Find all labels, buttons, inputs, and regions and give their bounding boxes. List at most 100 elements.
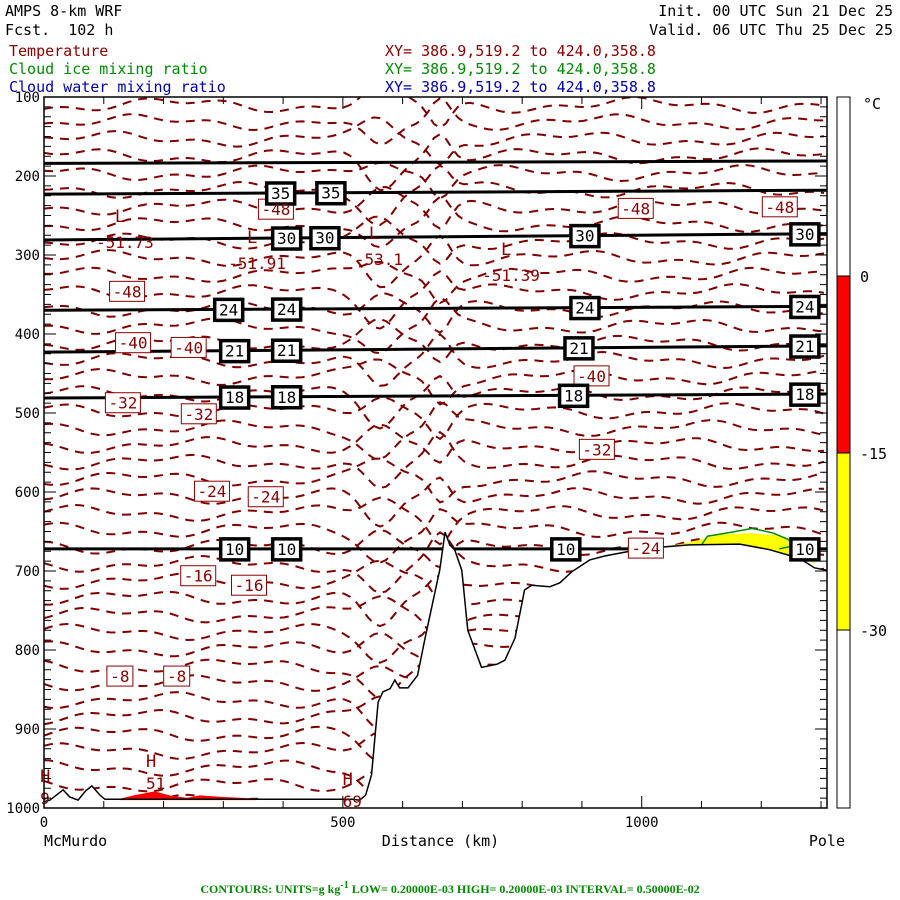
contour-label: 35 bbox=[271, 184, 290, 203]
contour-label: 30 bbox=[315, 229, 334, 248]
contour-label-box bbox=[569, 295, 601, 321]
contour-range: LOW= 0.20000E-03 HIGH= 0.20000E-03 INTER… bbox=[348, 882, 700, 896]
temperature-label: -24 bbox=[251, 488, 280, 507]
contour-label: 10 bbox=[556, 540, 575, 559]
temperature-contour bbox=[44, 116, 825, 166]
extremum-value: -51.39 bbox=[482, 266, 540, 285]
solid-contour-24 bbox=[44, 304, 827, 312]
contour-label-box bbox=[789, 382, 821, 407]
temperature-label-box bbox=[104, 392, 141, 414]
x-tick-label: 1000 bbox=[625, 815, 659, 831]
solid-contour-30 bbox=[44, 232, 827, 242]
contour-label-box bbox=[789, 334, 821, 359]
solid-contour-18 bbox=[44, 392, 827, 400]
extremum-L: L bbox=[369, 224, 379, 244]
contour-label: 30 bbox=[795, 225, 814, 244]
extremum-H: H bbox=[343, 770, 353, 790]
temperature-label-box bbox=[180, 565, 217, 587]
extremum-value: 69 bbox=[343, 792, 362, 811]
contour-label: 21 bbox=[569, 339, 588, 358]
temperature-label: -48 bbox=[261, 200, 290, 219]
colorbar-label: 0 bbox=[860, 268, 869, 286]
colorbar-band bbox=[836, 275, 851, 454]
temperature-contour bbox=[44, 423, 825, 464]
temperature-label-box bbox=[573, 365, 610, 387]
contour-label: 18 bbox=[277, 388, 296, 407]
extremum-L: L bbox=[501, 240, 511, 260]
contour-label-box bbox=[270, 226, 303, 251]
temperature-contour bbox=[44, 741, 825, 802]
temperature-label: -16 bbox=[235, 576, 264, 595]
temperature-contour bbox=[44, 430, 825, 490]
temperature-contour bbox=[44, 292, 825, 334]
y-tick-label: 500 bbox=[15, 406, 40, 422]
extremum-value: -51.73 bbox=[96, 233, 154, 252]
contour-label: 10 bbox=[225, 540, 244, 559]
valid-time: Valid. 06 UTC Thu 25 Dec 25 bbox=[649, 21, 893, 39]
temperature-label: -32 bbox=[108, 394, 137, 413]
contour-info: CONTOURS: UNITS=g kg-1 LOW= 0.20000E-03 … bbox=[0, 880, 900, 897]
contour-label: 30 bbox=[277, 229, 296, 248]
temperature-label: -24 bbox=[198, 482, 227, 501]
y-tick-label: 100 bbox=[15, 90, 40, 106]
temperature-label: -48 bbox=[113, 282, 142, 301]
contour-label: 18 bbox=[564, 386, 583, 405]
contour-label-box bbox=[270, 338, 303, 363]
contour-label-box bbox=[264, 181, 297, 206]
units-exponent: -1 bbox=[340, 880, 349, 891]
contour-label-box bbox=[789, 222, 821, 247]
solid-contour-top bbox=[44, 159, 827, 165]
contour-label: 21 bbox=[225, 342, 244, 361]
contour-label-box bbox=[563, 336, 595, 361]
field-cloud-ice: Cloud ice mixing ratio bbox=[9, 60, 208, 78]
field-temperature: Temperature bbox=[9, 42, 109, 60]
y-tick-label: 800 bbox=[15, 643, 40, 659]
contour-units: CONTOURS: UNITS=g kg bbox=[200, 882, 341, 896]
temperature-label-box bbox=[627, 537, 664, 559]
right-endpoint-label: Pole bbox=[809, 832, 845, 850]
x-tick-label: 500 bbox=[330, 815, 355, 831]
colorbar-label: -30 bbox=[860, 622, 887, 640]
terrain-line bbox=[44, 532, 827, 803]
contour-label: 24 bbox=[575, 299, 594, 318]
temperature-shading-0 bbox=[120, 791, 257, 801]
temperature-label: -8 bbox=[110, 667, 129, 686]
extremum-H: H bbox=[146, 752, 156, 772]
contour-label: 30 bbox=[575, 227, 594, 246]
solid-contour-35 bbox=[44, 188, 827, 196]
temperature-label: -32 bbox=[184, 405, 213, 424]
temperature-contour bbox=[44, 161, 825, 200]
forecast-hour: Fcst. 102 h bbox=[5, 21, 114, 39]
temperature-label-box bbox=[163, 665, 191, 687]
contour-label-box bbox=[315, 180, 347, 206]
contour-label-box bbox=[309, 225, 341, 251]
contour-label-box bbox=[789, 294, 821, 320]
contour-label-box bbox=[218, 338, 251, 364]
extremum-H: H bbox=[40, 767, 50, 787]
solid-contour-21 bbox=[44, 344, 827, 354]
temperature-contour bbox=[44, 185, 825, 230]
temperature-label-box bbox=[761, 196, 798, 218]
x-tick-label: 0 bbox=[40, 815, 48, 831]
contour-label: 24 bbox=[795, 297, 814, 316]
contour-label: 21 bbox=[795, 337, 814, 356]
temperature-label-box bbox=[247, 486, 284, 508]
temperature-contour bbox=[44, 401, 825, 461]
temperature-contour bbox=[44, 396, 825, 441]
colorbar-label: -15 bbox=[860, 445, 887, 463]
temperature-label: -8 bbox=[167, 667, 186, 686]
temperature-label-box bbox=[106, 665, 134, 687]
temperature-label-box bbox=[109, 280, 146, 302]
contour-label-box bbox=[218, 385, 251, 410]
model-title: AMPS 8-km WRF bbox=[5, 2, 123, 20]
contour-label: 10 bbox=[795, 540, 814, 559]
temperature-contour bbox=[44, 496, 825, 546]
contour-label: 18 bbox=[225, 388, 244, 407]
y-tick-label: 900 bbox=[15, 722, 40, 738]
temperature-contour bbox=[44, 296, 825, 355]
temperature-label-box bbox=[578, 438, 615, 460]
extremum-L: L bbox=[247, 228, 257, 248]
y-tick-label: 400 bbox=[15, 327, 40, 343]
temperature-contour bbox=[44, 132, 825, 192]
temperature-label: -40 bbox=[577, 367, 606, 386]
